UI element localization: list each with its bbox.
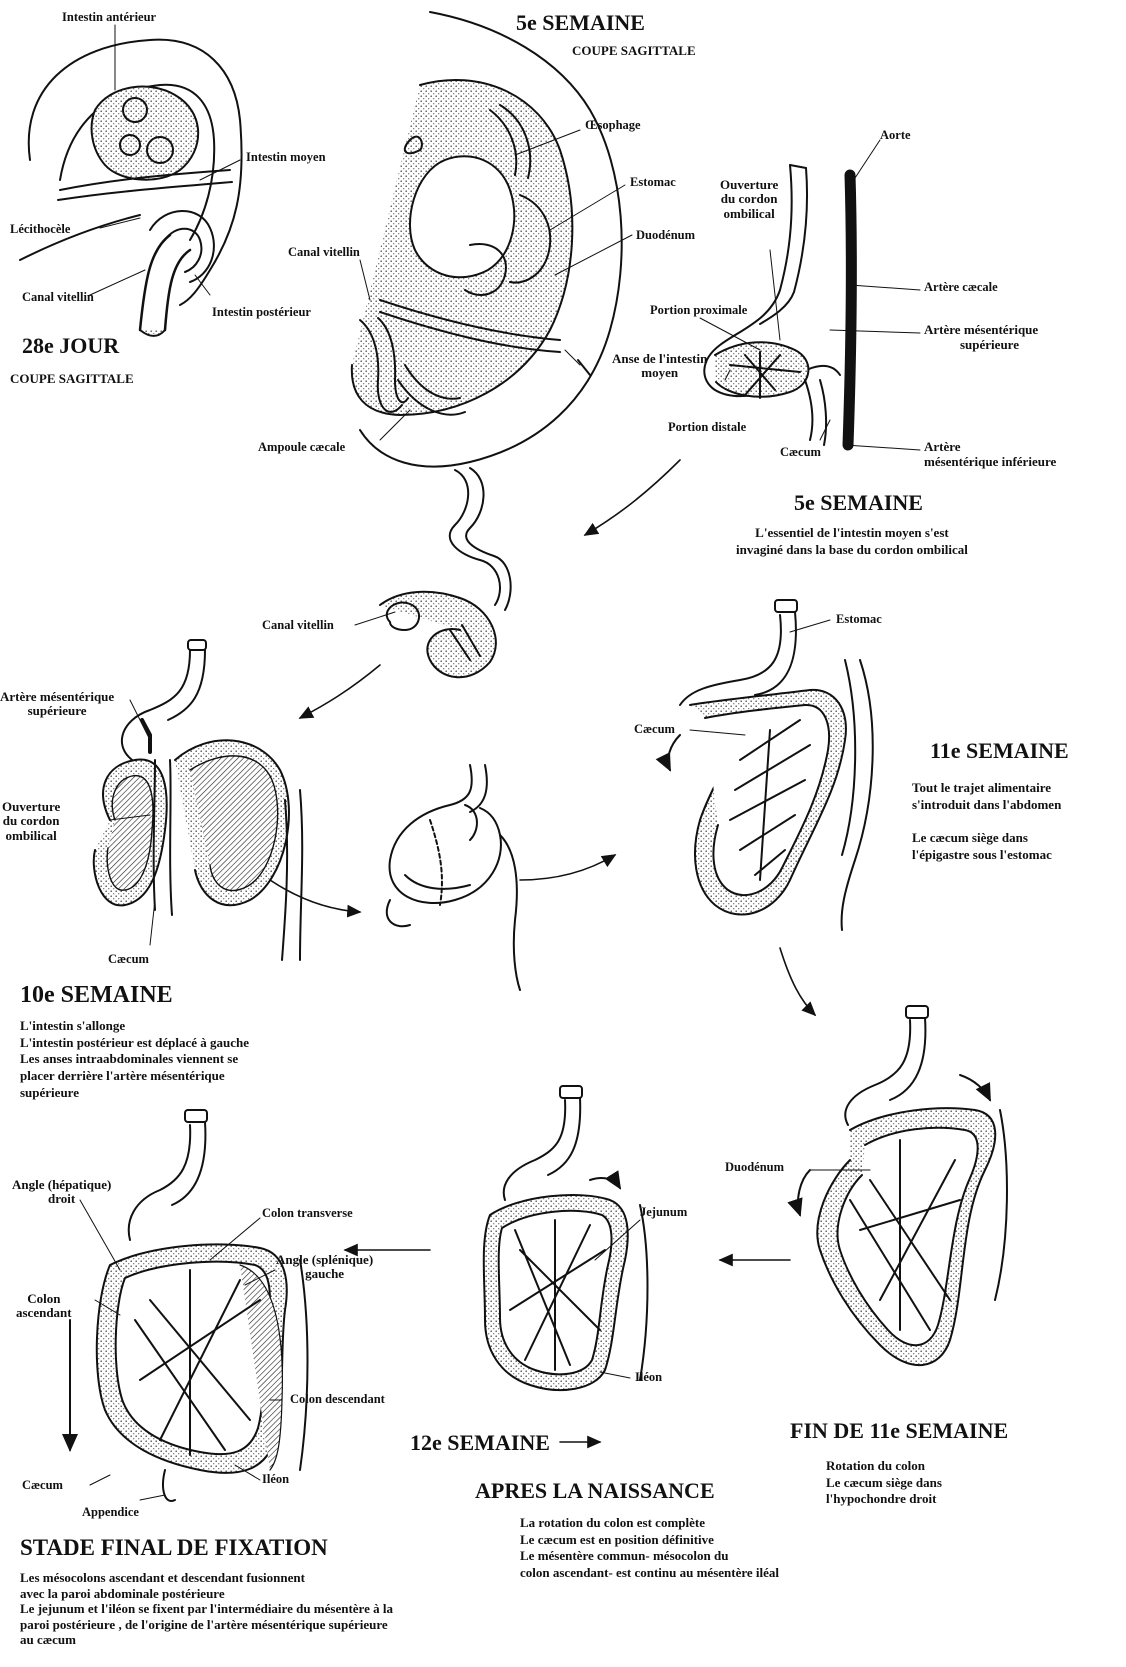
desc-stade-final: Les mésocolons ascendant et descendant f… bbox=[20, 1570, 393, 1648]
label-colon-descendant: Colon descendant bbox=[290, 1392, 385, 1406]
label-caecum-final: Cæcum bbox=[22, 1478, 63, 1492]
embryo-end-11-week-drawing bbox=[798, 1006, 1007, 1365]
embryo-10-week-drawing bbox=[94, 640, 302, 960]
label-portion-proximale: Portion proximale bbox=[650, 303, 747, 317]
title-5e-semaine-sagittal: 5e SEMAINE bbox=[516, 10, 645, 35]
title-apres-naissance: APRES LA NAISSANCE bbox=[475, 1478, 715, 1503]
label-portion-distale: Portion distale bbox=[668, 420, 746, 434]
label-jejunum: Jejunum bbox=[640, 1205, 687, 1219]
label-canal-vitellin-28: Canal vitellin bbox=[22, 290, 94, 304]
label-artere-caecale: Artère cæcale bbox=[924, 280, 998, 294]
label-canal-vitellin-mid: Canal vitellin bbox=[262, 618, 334, 632]
label-caecum-10: Cæcum bbox=[108, 952, 149, 966]
title-fin-11e-semaine: FIN DE 11e SEMAINE bbox=[790, 1418, 1008, 1443]
label-duodenum-fin11: Duodénum bbox=[725, 1160, 784, 1174]
center-loop-drawing bbox=[387, 765, 520, 990]
label-oesophage: Œsophage bbox=[585, 118, 641, 132]
label-estomac-11: Estomac bbox=[836, 612, 882, 626]
title-28e-jour: 28e JOUR bbox=[22, 333, 119, 358]
label-angle-splenique: Angle (splénique)gauche bbox=[276, 1253, 373, 1282]
label-canal-vitellin-5: Canal vitellin bbox=[288, 245, 360, 259]
label-aorte: Aorte bbox=[880, 128, 911, 142]
title-stade-final: STADE FINAL DE FIXATION bbox=[20, 1535, 328, 1561]
label-lecithocele: Lécithocèle bbox=[10, 222, 70, 236]
label-intestin-moyen-28: Intestin moyen bbox=[246, 150, 326, 164]
loop-canal-vitellin-drawing bbox=[380, 468, 511, 677]
title-10e-semaine: 10e SEMAINE bbox=[20, 982, 173, 1010]
subtitle-coupe-28: COUPE SAGITTALE bbox=[10, 372, 134, 387]
label-caecum-11: Cæcum bbox=[634, 722, 675, 736]
label-ampoule-caecale: Ampoule cæcale bbox=[258, 440, 345, 454]
embryo-12-week-drawing bbox=[484, 1086, 648, 1390]
title-12e-semaine: 12e SEMAINE bbox=[410, 1430, 550, 1455]
embryo-5-week-sagittal-drawing bbox=[352, 12, 622, 467]
label-estomac-5: Estomac bbox=[630, 175, 676, 189]
title-5e-semaine-frontal: 5e SEMAINE bbox=[794, 490, 923, 515]
label-caecum-5: Cæcum bbox=[780, 445, 821, 459]
label-appendice: Appendice bbox=[82, 1505, 139, 1519]
title-11e-semaine: 11e SEMAINE bbox=[930, 738, 1069, 763]
subtitle-coupe-5: COUPE SAGITTALE bbox=[572, 44, 696, 59]
label-intestin-anterieur: Intestin antérieur bbox=[62, 10, 156, 24]
embryo-11-week-drawing bbox=[668, 600, 873, 930]
label-ileon-final: Iléon bbox=[262, 1472, 289, 1486]
label-intestin-posterieur: Intestin postérieur bbox=[212, 305, 311, 319]
label-colon-transverse: Colon transverse bbox=[262, 1206, 353, 1220]
label-duodenum-5: Duodénum bbox=[636, 228, 695, 242]
label-angle-hepatique: Angle (hépatique)droit bbox=[12, 1178, 111, 1207]
embryo-final-fixation-drawing bbox=[70, 1110, 308, 1501]
label-ileon-12: Iléon bbox=[635, 1370, 662, 1384]
